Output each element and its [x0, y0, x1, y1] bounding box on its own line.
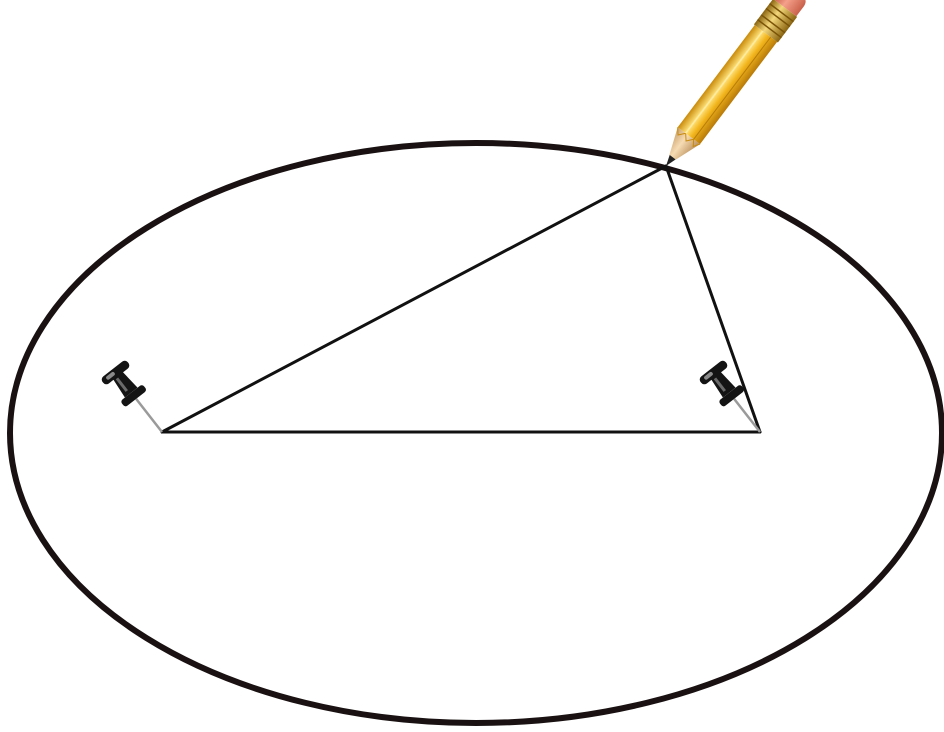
pushpin-icon: [100, 359, 174, 442]
string-left-to-pencil: [162, 166, 666, 432]
string-loop: [162, 166, 760, 432]
pushpin-icon: [698, 359, 772, 442]
string-pencil-to-right: [666, 166, 760, 432]
pencil-icon: [654, 0, 809, 175]
